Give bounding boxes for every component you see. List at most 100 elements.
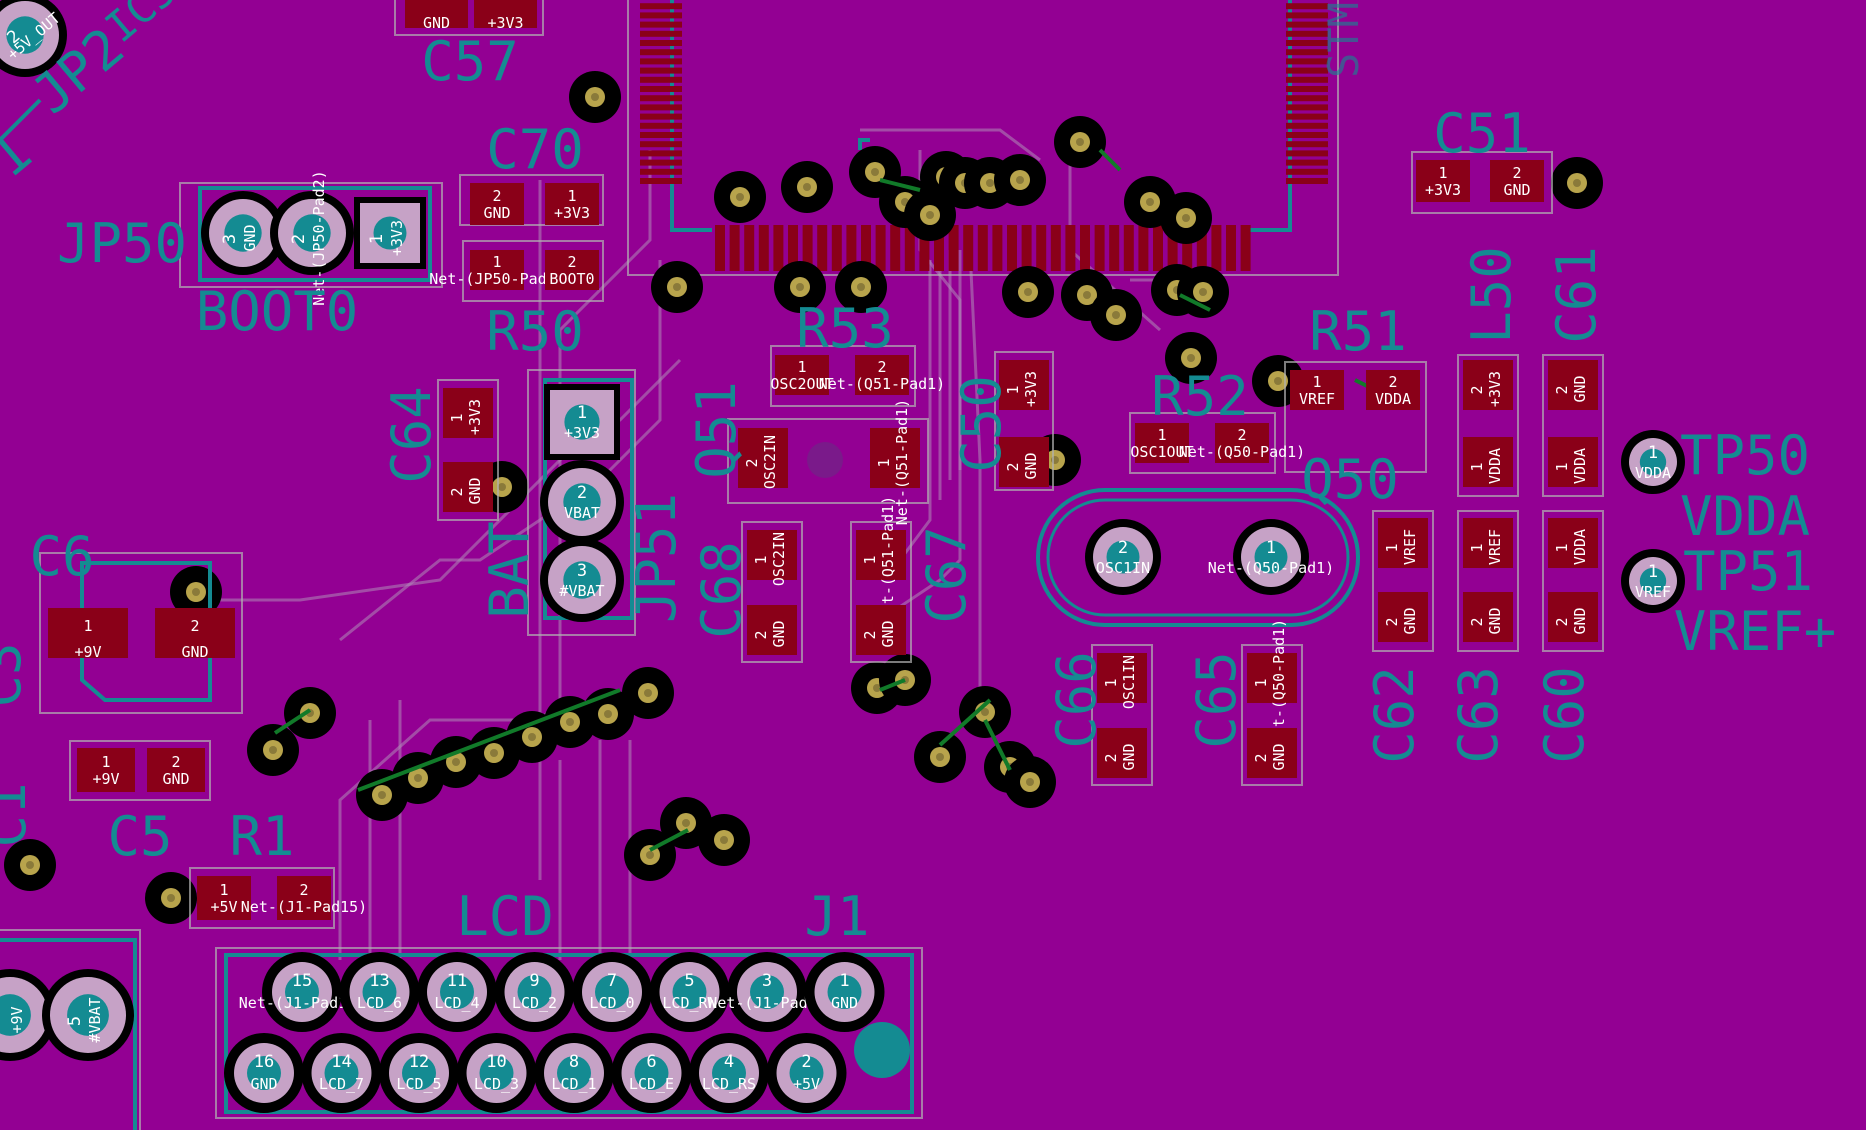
pad-net: VDDA xyxy=(1571,448,1589,484)
pad-number: 3 xyxy=(577,561,587,581)
pad-net: VDDA xyxy=(1375,390,1411,408)
pin-net: LCD_RW xyxy=(662,994,717,1012)
pad-number: 1 xyxy=(448,413,466,422)
pad-number: 2 xyxy=(1553,385,1571,394)
smd-pad-c5-1: 1+9V xyxy=(77,748,135,792)
pad-net: +3V3 xyxy=(388,220,406,256)
designator-l50: L50 xyxy=(1460,246,1523,344)
via-hole xyxy=(986,179,994,187)
mcu-pad xyxy=(640,30,682,37)
pad-number: 2 xyxy=(752,630,770,639)
tht-pad-left-5: 5#VBAT xyxy=(42,969,134,1061)
pin-number: 13 xyxy=(369,971,389,991)
pad-net: BOOT0 xyxy=(549,270,594,288)
pad-number: 2 xyxy=(448,487,466,496)
pad-number: 1 xyxy=(1468,543,1486,552)
designator-q51: Q51 xyxy=(685,381,748,479)
mcu-pad xyxy=(729,225,740,271)
pad-number: 1 xyxy=(367,234,387,244)
pad-number: 1 xyxy=(1438,164,1447,182)
smd-pad-r1-1: 1+5V xyxy=(197,876,251,920)
pad-net: GND xyxy=(1022,452,1040,479)
pin-net: +5V xyxy=(793,1075,820,1093)
pin-number: 12 xyxy=(409,1052,429,1072)
pad-number: 1 xyxy=(1266,538,1276,558)
designator-c68: C68 xyxy=(690,541,753,639)
designator-c67: C67 xyxy=(915,526,978,624)
pin-net: GND xyxy=(831,994,858,1012)
designator-r50: R50 xyxy=(486,300,584,363)
mcu-pad xyxy=(1286,58,1328,65)
pad-number: 1 xyxy=(875,458,893,467)
via-hole xyxy=(857,283,865,291)
mcu-pad xyxy=(640,168,682,175)
via-hole xyxy=(682,819,690,827)
via-hole xyxy=(1146,198,1154,206)
pad-number: 2 xyxy=(743,458,761,467)
designator-c1: C1 xyxy=(0,782,38,847)
mcu-pad xyxy=(773,225,784,271)
pad-number: 2 xyxy=(877,358,886,376)
via-hole xyxy=(803,183,811,191)
pad-net: GND xyxy=(1571,375,1589,402)
mcu-pad xyxy=(640,150,682,157)
pin-net: Net-(J1-Pad15) xyxy=(239,994,365,1012)
mcu-pad xyxy=(640,132,682,138)
mcu-pad xyxy=(788,225,798,271)
mcu-pad xyxy=(1240,225,1251,271)
mcu-footprint xyxy=(627,0,1339,276)
pad-net: GND xyxy=(1120,743,1138,770)
mcu-pad xyxy=(1094,225,1105,271)
designator-c5: C5 xyxy=(107,805,172,868)
mcu-pad xyxy=(1286,104,1328,111)
pin-number: 9 xyxy=(529,971,539,991)
designator-tp51: TP51 xyxy=(1683,540,1813,603)
designator-vdda: VDDA xyxy=(1680,485,1810,548)
pad-net: +3V3 xyxy=(466,399,484,435)
designator-lcd: LCD xyxy=(456,885,554,948)
via-hole xyxy=(1024,288,1032,296)
mcu-pad xyxy=(640,58,682,65)
designator-r52: R52 xyxy=(1151,365,1249,428)
via-hole xyxy=(269,746,277,754)
smd-pad-l50-2: 2+3V3 xyxy=(1463,360,1513,410)
via-hole xyxy=(926,211,934,219)
pin-number: 6 xyxy=(646,1052,656,1072)
designator-c6: C6 xyxy=(29,525,94,588)
pin-net: LCD_3 xyxy=(474,1075,519,1093)
pad-net: GND xyxy=(1401,607,1419,634)
pad-number: 2 xyxy=(1383,617,1401,626)
pin-number: 4 xyxy=(724,1052,734,1072)
pad-net: +3V3 xyxy=(564,424,600,442)
mcu-pad xyxy=(1286,12,1328,19)
pad-number: 1 xyxy=(1157,426,1166,444)
mcu-pad xyxy=(992,225,1003,271)
via-hole xyxy=(720,836,728,844)
pad-net: +3V3 xyxy=(487,14,523,32)
pin-net: LCD_4 xyxy=(434,994,479,1012)
pin-number: 5 xyxy=(684,971,694,991)
via-hole xyxy=(167,894,175,902)
pad-number: 1 xyxy=(1102,678,1120,687)
pin-net: GND xyxy=(250,1075,277,1093)
via-hole xyxy=(796,283,804,291)
mcu-pad xyxy=(1286,67,1328,74)
designator-q50: Q50 xyxy=(1301,448,1399,511)
